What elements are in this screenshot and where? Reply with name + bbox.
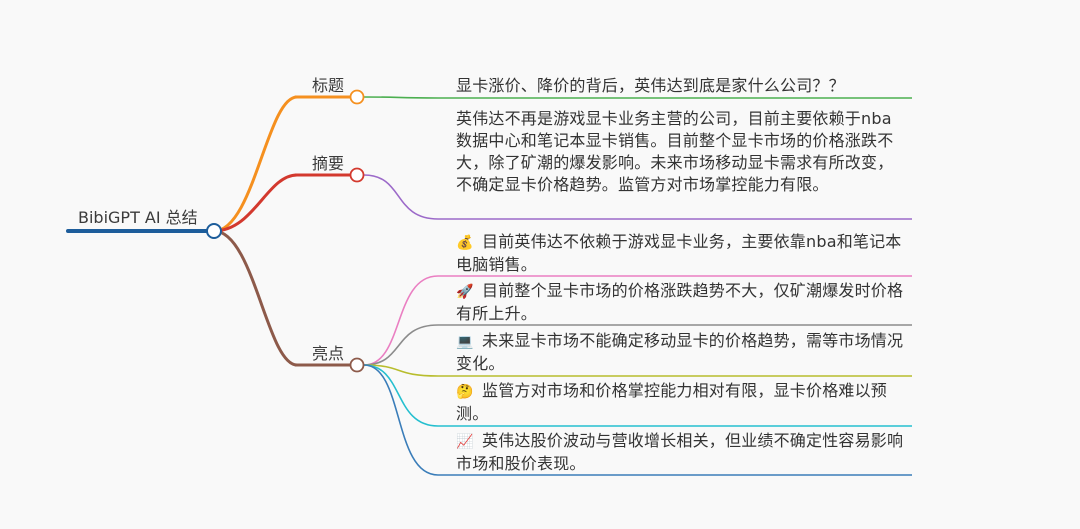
- highlight-item: 🚀目前整个显卡市场的价格涨跌趋势不大，仅矿潮爆发时价格有所上升。: [456, 280, 906, 325]
- branch-link: [212, 229, 299, 367]
- highlight-item: 🤔监管方对市场和价格掌控能力相对有限，显卡价格难以预测。: [456, 380, 906, 425]
- child-link: [363, 96, 439, 99]
- branch-node-circle: [349, 89, 365, 105]
- summary-text-content: 英伟达不再是游戏显卡业务主营的公司，目前主要依赖于nba数据中心和笔记本显卡销售…: [456, 109, 894, 194]
- branch-label-highlights: 亮点: [312, 344, 345, 363]
- branch-link: [212, 95, 299, 233]
- highlight-text: 监管方对市场和价格掌控能力相对有限，显卡价格难以预测。: [456, 381, 888, 423]
- highlight-item: 💻未来显卡市场不能确定移动显卡的价格趋势，需等市场情况变化。: [456, 330, 906, 375]
- root-node-label: BibiGPT AI 总结: [78, 208, 198, 227]
- child-link: [363, 364, 439, 377]
- branch-node-circle: [349, 167, 365, 183]
- highlight-text: 目前英伟达不依赖于游戏显卡业务，主要依靠nba和笔记本电脑销售。: [456, 232, 902, 274]
- child-link: [363, 364, 439, 476]
- branch-link: [212, 173, 299, 233]
- child-link: [363, 324, 439, 366]
- highlight-text: 目前整个显卡市场的价格涨跌趋势不大，仅矿潮爆发时价格有所上升。: [456, 281, 904, 323]
- highlight-item: 📈英伟达股价波动与营收增长相关，但业绩不确定性容易影响市场和股价表现。: [456, 430, 906, 475]
- laptop-icon: 💻: [456, 334, 474, 350]
- highlight-text: 英伟达股价波动与营收增长相关，但业绩不确定性容易影响市场和股价表现。: [456, 431, 904, 473]
- branch-label-summary: 摘要: [312, 154, 345, 173]
- child-link: [363, 275, 439, 366]
- title-text-content: 显卡涨价、降价的背后，英伟达到底是家什么公司？？: [456, 76, 845, 95]
- branch-node-circle: [349, 357, 365, 373]
- money-bag-icon: 💰: [456, 235, 474, 251]
- summary-text: 英伟达不再是游戏显卡业务主营的公司，目前主要依赖于nba数据中心和笔记本显卡销售…: [456, 108, 906, 196]
- rocket-icon: 🚀: [456, 284, 474, 300]
- thinking-face-icon: 🤔: [456, 384, 474, 400]
- child-link: [363, 364, 439, 427]
- title-text: 显卡涨价、降价的背后，英伟达到底是家什么公司？？: [456, 75, 906, 97]
- highlight-item: 💰目前英伟达不依赖于游戏显卡业务，主要依靠nba和笔记本电脑销售。: [456, 231, 906, 276]
- child-link: [363, 174, 439, 220]
- root-node-circle: [206, 223, 222, 239]
- highlight-text: 未来显卡市场不能确定移动显卡的价格趋势，需等市场情况变化。: [456, 331, 904, 373]
- chart-increasing-icon: 📈: [456, 434, 474, 450]
- branch-label-title: 标题: [312, 76, 345, 95]
